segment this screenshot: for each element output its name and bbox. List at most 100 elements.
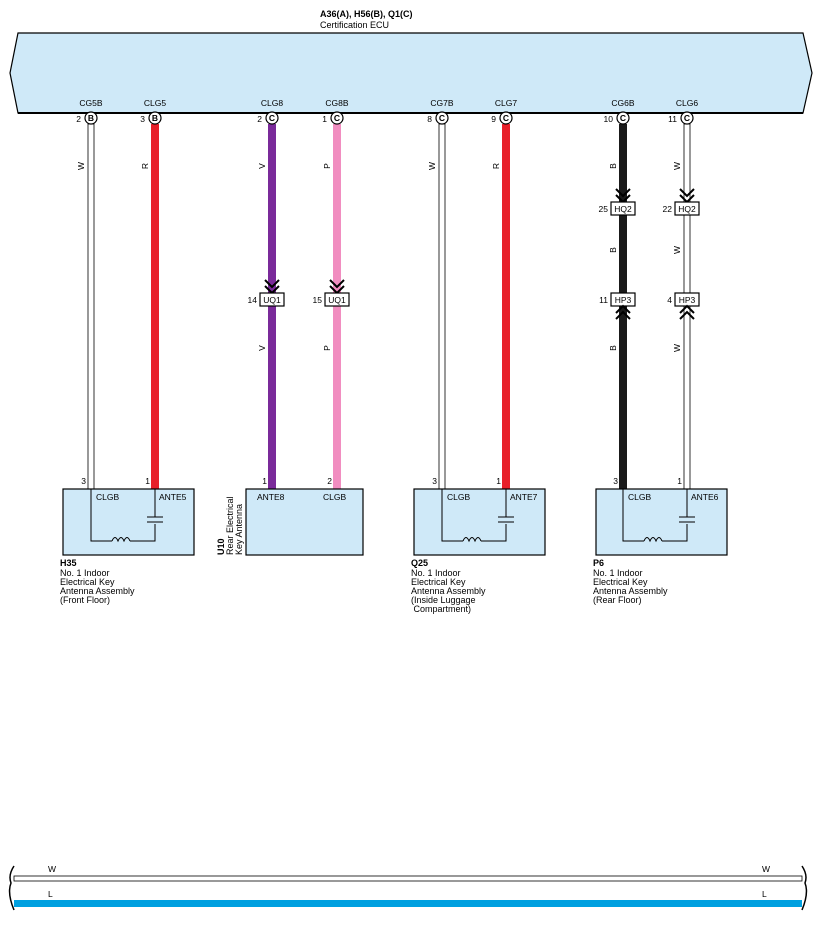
- connector-pin: 25: [599, 204, 609, 214]
- wire-color: P: [322, 163, 332, 169]
- wire-color-labels: W R V P W R B W V P B W B W: [76, 162, 682, 352]
- pin-number: 1: [322, 114, 327, 124]
- wire-color: B: [608, 247, 618, 253]
- antenna-coil-symbol: [90, 489, 163, 543]
- connector-name: UQ1: [328, 295, 346, 305]
- bus-wire-color: L: [762, 889, 767, 899]
- antenna-coil-symbol: [622, 489, 695, 543]
- component-desc: Electrical Key: [411, 577, 466, 587]
- conn-letter: C: [620, 113, 626, 123]
- component-pin: 1: [262, 476, 267, 486]
- component-id: P6: [593, 558, 604, 568]
- pin-number: 10: [604, 114, 614, 124]
- component-desc: No. 1 Indoor: [411, 568, 461, 578]
- terminal-label: ANTE7: [510, 492, 538, 502]
- pin-number: 3: [140, 114, 145, 124]
- wire-color: R: [491, 163, 501, 169]
- wire-color: W: [672, 246, 682, 254]
- ecu-pin-labels: CG5B CLG5 CLG8 CG8B CG7B CLG7 CG6B CLG6: [79, 98, 698, 108]
- terminal-label: ANTE6: [691, 492, 719, 502]
- wire-color: W: [427, 162, 437, 170]
- component-desc: Key Antenna: [234, 504, 244, 555]
- terminal-label: ANTE5: [159, 492, 187, 502]
- wire-color: R: [140, 163, 150, 169]
- component-pin: 3: [81, 476, 86, 486]
- connector-hp3-4: HP3 4: [667, 292, 700, 320]
- component-h35: 3 1 CLGB ANTE5 H35 No. 1 Indoor Electric…: [60, 476, 195, 605]
- conn-letter: C: [269, 113, 275, 123]
- component-pin: 3: [432, 476, 437, 486]
- component-id: H35: [60, 558, 77, 568]
- component-desc: Antenna Assembly: [593, 586, 668, 596]
- connector-pin: 22: [663, 204, 673, 214]
- wire-color: W: [672, 162, 682, 170]
- terminal-label: CLGB: [447, 492, 470, 502]
- conn-letter: C: [503, 113, 509, 123]
- component-id: Q25: [411, 558, 428, 568]
- component-desc: No. 1 Indoor: [593, 568, 643, 578]
- antenna-coil-symbol: [441, 489, 514, 543]
- conn-letter: C: [439, 113, 445, 123]
- wire-color: B: [608, 163, 618, 169]
- component-desc: (Rear Floor): [593, 595, 642, 605]
- wire-color: W: [76, 162, 86, 170]
- connector-name: HP3: [679, 295, 696, 305]
- pin-signal-clg7: CLG7: [495, 98, 517, 108]
- inline-connectors: UQ1 14 UQ1 15 HQ2 25 HQ2 22 HP3: [248, 188, 700, 320]
- pin-number: 9: [491, 114, 496, 124]
- component-desc: Rear Electrical: [225, 496, 235, 555]
- bus-wire-color: L: [48, 889, 53, 899]
- conn-letter: C: [334, 113, 340, 123]
- ecu-block: A36(A), H56(B), Q1(C) Certification ECU: [9, 9, 813, 114]
- component-u10: 1 2 ANTE8 CLGB U10 Rear Electrical Key A…: [216, 476, 364, 556]
- component-p6: 3 1 CLGB ANTE6 P6 No. 1 Indoor Electrica…: [593, 476, 728, 605]
- bus-wire-color: W: [48, 864, 56, 874]
- wire-color: V: [257, 163, 267, 169]
- ecu-connectors-label: A36(A), H56(B), Q1(C): [320, 9, 413, 19]
- connector-hq2-22: HQ2 22: [663, 188, 700, 216]
- bottom-bus: W W L L: [8, 864, 808, 911]
- component-id: U10: [216, 538, 226, 555]
- wire-color: W: [672, 344, 682, 352]
- connector-name: HP3: [615, 295, 632, 305]
- wire-color: B: [608, 345, 618, 351]
- ecu-terminals: 2 B 3 B 2 C 1 C 8 C 9 C 10 C 11 C: [76, 111, 694, 125]
- pin-signal-clg8: CLG8: [261, 98, 283, 108]
- component-desc: Electrical Key: [60, 577, 115, 587]
- terminal-label: CLGB: [323, 492, 346, 502]
- pin-signal-cg8b: CG8B: [325, 98, 348, 108]
- component-desc: (Inside Luggage: [411, 595, 476, 605]
- component-desc: No. 1 Indoor: [60, 568, 110, 578]
- connector-name: UQ1: [263, 295, 281, 305]
- connector-pin: 11: [599, 295, 608, 305]
- component-pin: 1: [496, 476, 501, 486]
- pin-number: 11: [668, 114, 677, 124]
- connector-pin: 4: [667, 295, 672, 305]
- pin-number: 2: [257, 114, 262, 124]
- ecu-name: Certification ECU: [320, 20, 389, 30]
- connector-name: HQ2: [678, 204, 696, 214]
- pin-signal-cg5b: CG5B: [79, 98, 102, 108]
- component-desc: (Front Floor): [60, 595, 110, 605]
- connector-uq1-15: UQ1 15: [313, 279, 350, 307]
- conn-letter: C: [684, 113, 690, 123]
- pin-signal-clg6: CLG6: [676, 98, 698, 108]
- conn-letter: B: [152, 113, 158, 123]
- component-pin: 3: [613, 476, 618, 486]
- wire-color: P: [322, 345, 332, 351]
- conn-letter: B: [88, 113, 94, 123]
- wires: [87, 123, 691, 490]
- terminal-label: ANTE8: [257, 492, 285, 502]
- connector-hq2-25: HQ2 25: [599, 188, 636, 216]
- connector-pin: 15: [313, 295, 323, 305]
- terminal-label: CLGB: [96, 492, 119, 502]
- connector-uq1-14: UQ1 14: [248, 279, 285, 307]
- pin-signal-cg6b: CG6B: [611, 98, 634, 108]
- bus-wire-color: W: [762, 864, 770, 874]
- component-pin: 1: [145, 476, 150, 486]
- connector-hp3-11: HP3 11: [599, 292, 636, 320]
- terminal-label: CLGB: [628, 492, 651, 502]
- connector-pin: 14: [248, 295, 258, 305]
- component-q25: 3 1 CLGB ANTE7 Q25 No. 1 Indoor Electric…: [411, 476, 546, 614]
